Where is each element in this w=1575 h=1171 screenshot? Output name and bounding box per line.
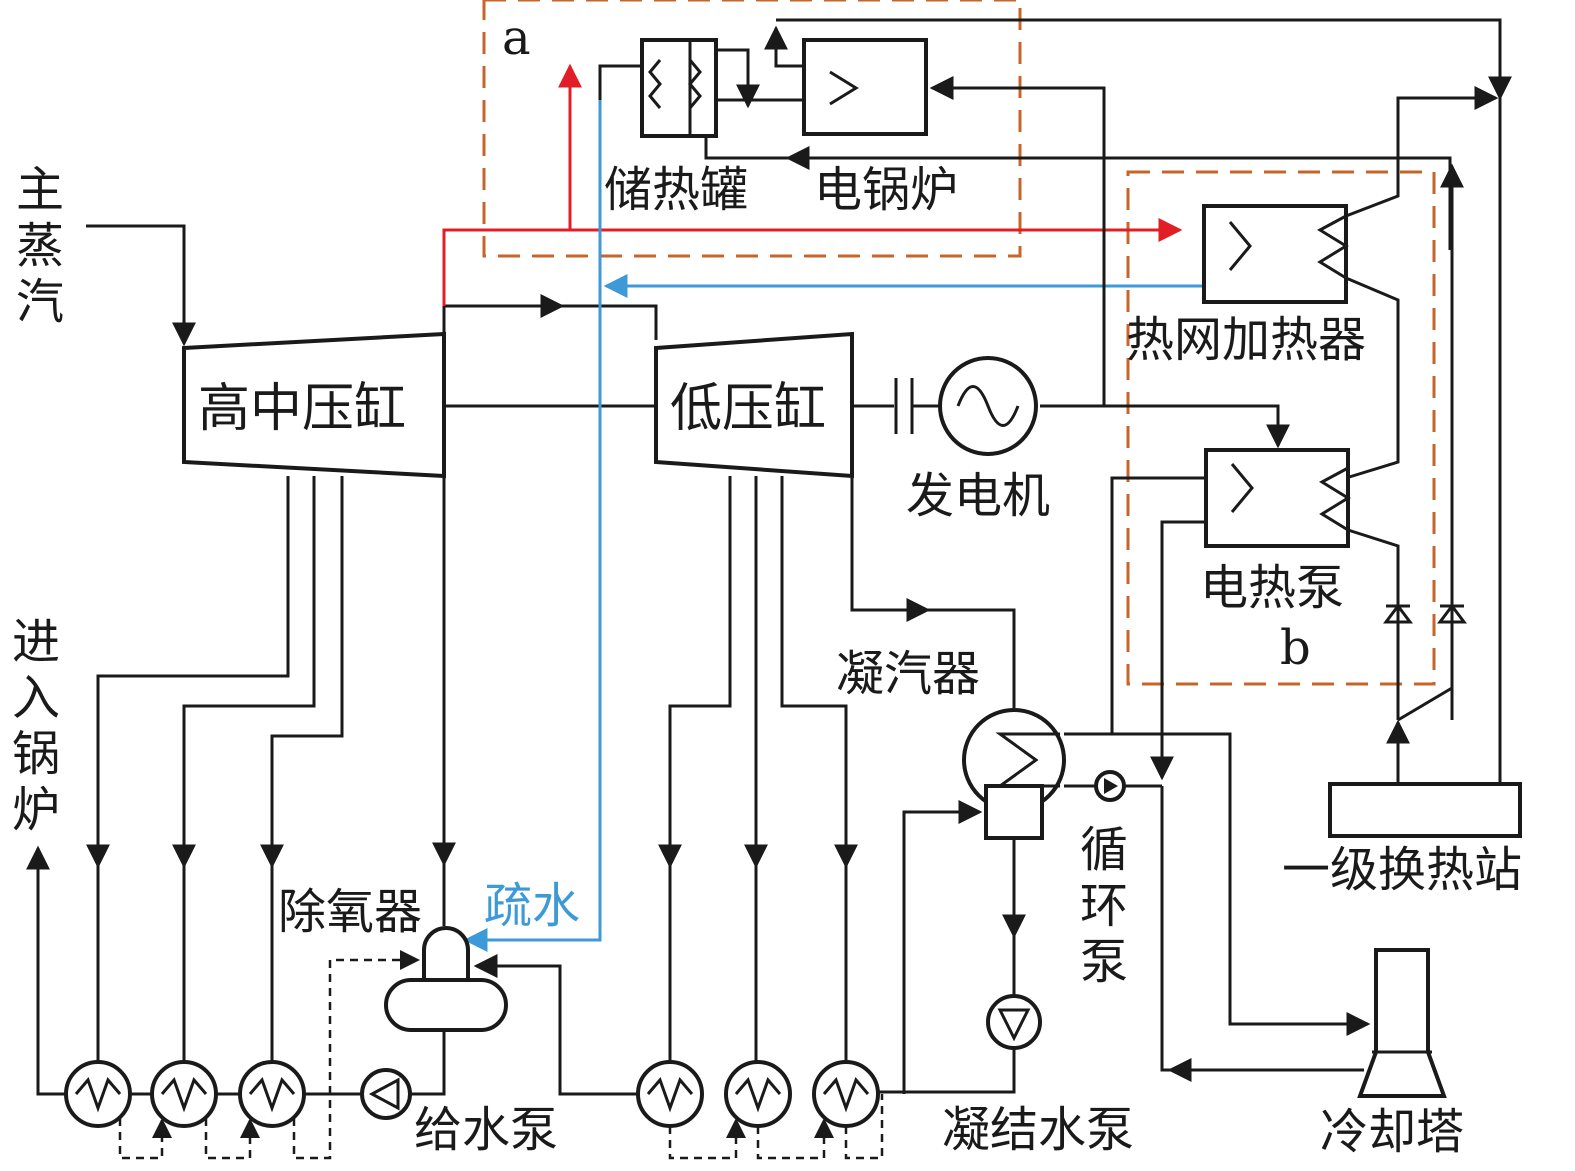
vertical-label-char: 泵 bbox=[1080, 934, 1128, 990]
region-b-label: b bbox=[1280, 620, 1311, 676]
primary-station-box bbox=[1328, 782, 1522, 838]
electric-heat-pump-label: 电热泵 bbox=[1200, 560, 1344, 616]
check-valve-1 bbox=[1383, 603, 1413, 624]
heat-net-heater-label: 热网加热器 bbox=[1126, 312, 1366, 368]
condensate-pump-symbol bbox=[986, 994, 1042, 1050]
vertical-label-char: 蒸 bbox=[16, 218, 64, 274]
lp-heater-2 bbox=[724, 1060, 792, 1128]
region-b-border bbox=[1126, 170, 1436, 686]
feed-pump-symbol bbox=[360, 1068, 412, 1120]
lp-cylinder-label: 低压缸 bbox=[670, 379, 826, 439]
vertical-label-char: 锅 bbox=[12, 726, 60, 782]
hip-cylinder-label: 高中压缸 bbox=[198, 379, 406, 439]
vertical-label-char: 循 bbox=[1080, 822, 1128, 878]
cooling-tower-symbol bbox=[1357, 948, 1447, 1098]
circulation-pump-vertical: 循环泵 bbox=[1080, 822, 1128, 990]
drain-water-label: 疏水 bbox=[484, 878, 580, 934]
lp-heater-1 bbox=[636, 1060, 704, 1128]
hp-heater-1 bbox=[64, 1060, 132, 1128]
condenser-symbol bbox=[962, 708, 1066, 840]
deaerator-label: 除氧器 bbox=[278, 884, 422, 940]
feed-pump-label: 给水泵 bbox=[414, 1102, 558, 1158]
primary-station-label: 一级换热站 bbox=[1282, 842, 1522, 898]
deaerator-symbol bbox=[384, 926, 508, 1032]
vertical-label-char: 炉 bbox=[12, 782, 60, 838]
heat-net-heater-symbol bbox=[1202, 204, 1349, 304]
hp-heater-3 bbox=[238, 1060, 306, 1128]
region-a-label: a bbox=[502, 10, 531, 66]
main-steam-vertical: 主蒸汽 bbox=[16, 162, 64, 330]
vertical-label-char: 进 bbox=[12, 614, 60, 670]
condenser-label: 凝汽器 bbox=[836, 646, 980, 702]
generator-symbol bbox=[938, 356, 1038, 456]
storage-tank-label: 储热罐 bbox=[604, 162, 748, 218]
lp-heater-3 bbox=[812, 1060, 880, 1128]
hp-heater-2 bbox=[150, 1060, 218, 1128]
vertical-label-char: 入 bbox=[12, 670, 60, 726]
cooling-tower-label: 冷却塔 bbox=[1320, 1104, 1464, 1160]
condensate-pump-label: 凝结水泵 bbox=[942, 1102, 1134, 1158]
vertical-label-char: 环 bbox=[1080, 878, 1128, 934]
storage-tank-symbol bbox=[640, 38, 718, 138]
electric-boiler-symbol bbox=[802, 38, 928, 136]
electric-boiler-label: 电锅炉 bbox=[814, 162, 958, 218]
vertical-label-char: 汽 bbox=[16, 274, 64, 330]
region-a-border bbox=[482, 0, 1022, 258]
electric-heat-pump-symbol bbox=[1204, 448, 1351, 548]
circulation-pump-symbol bbox=[1094, 770, 1126, 802]
generator-label: 发电机 bbox=[906, 468, 1050, 524]
vertical-label-char: 主 bbox=[16, 162, 64, 218]
